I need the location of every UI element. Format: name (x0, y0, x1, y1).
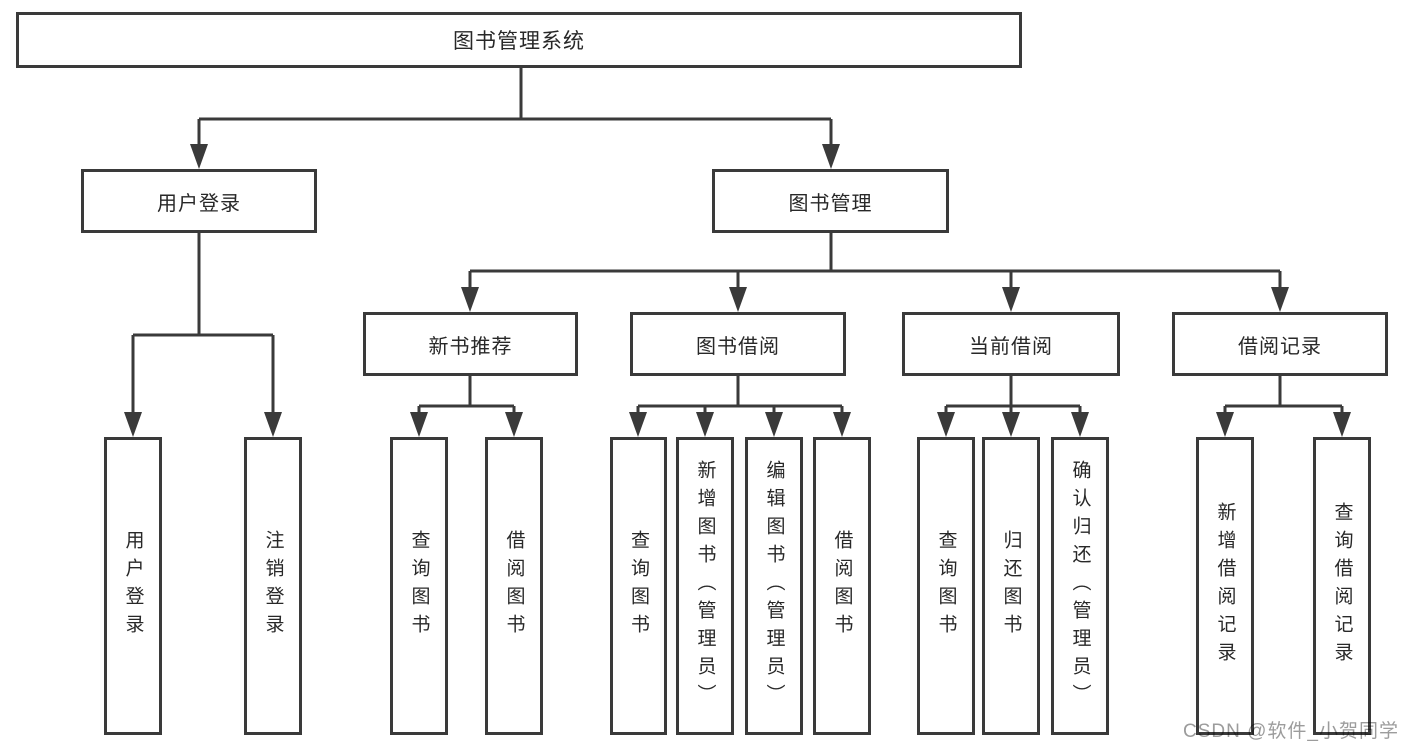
leaf-query-books-recommend: 查询图书 (390, 437, 448, 735)
node-borrowing-records: 借阅记录 (1172, 312, 1388, 376)
leaf-query-books-borrow-label: 查询图书 (628, 530, 649, 642)
node-library-system: 图书管理系统 (16, 12, 1022, 68)
leaf-edit-book-admin: 编辑图书（管理员） (745, 437, 803, 735)
leaf-borrow-books-recommend: 借阅图书 (485, 437, 543, 735)
leaf-return-book-label: 归还图书 (1000, 530, 1022, 642)
leaf-confirm-return-admin: 确认归还（管理员） (1051, 437, 1109, 735)
node-book-management-branch: 图书管理 (712, 169, 949, 233)
leaf-logout-login-label: 注销登录 (262, 530, 284, 642)
node-new-book-recommendation: 新书推荐 (363, 312, 578, 376)
node-library-system-label: 图书管理系统 (453, 30, 585, 53)
leaf-query-books-current: 查询图书 (917, 437, 975, 735)
connector-new-book-children (410, 376, 523, 437)
node-book-borrowing: 图书借阅 (630, 312, 846, 376)
leaf-query-books-borrow: 查询图书 (610, 437, 667, 735)
leaf-query-borrow-record: 查询借阅记录 (1313, 437, 1371, 735)
leaf-add-book-admin: 新增图书（管理员） (676, 437, 734, 735)
node-current-borrowing: 当前借阅 (902, 312, 1120, 376)
watermark: CSDN @软件_小贺同学 (1183, 721, 1399, 742)
node-user-login-branch-label: 用户登录 (157, 192, 241, 215)
node-new-book-recommendation-label: 新书推荐 (428, 335, 513, 358)
connector-user-login-children (124, 233, 282, 437)
leaf-logout-login: 注销登录 (244, 437, 302, 735)
node-current-borrowing-label: 当前借阅 (969, 335, 1053, 358)
leaf-add-borrow-record: 新增借阅记录 (1196, 437, 1254, 735)
leaf-add-borrow-record-label: 新增借阅记录 (1214, 502, 1236, 670)
leaf-borrow-books: 借阅图书 (813, 437, 871, 735)
connector-book-borrow-children (629, 376, 851, 437)
leaf-user-login: 用户登录 (104, 437, 162, 735)
node-book-management-branch-label: 图书管理 (788, 192, 873, 215)
leaf-user-login-label: 用户登录 (122, 530, 144, 642)
connector-book-management-children (461, 233, 1289, 312)
node-book-borrowing-label: 图书借阅 (696, 335, 780, 358)
leaf-query-borrow-record-label: 查询借阅记录 (1331, 502, 1353, 670)
node-borrowing-records-label: 借阅记录 (1238, 335, 1322, 358)
node-user-login-branch: 用户登录 (81, 169, 317, 233)
connector-borrow-record-children (1216, 376, 1351, 437)
leaf-borrow-books-recommend-label: 借阅图书 (503, 530, 525, 642)
connector-current-borrow-children (937, 376, 1089, 437)
leaf-query-books-recommend-label: 查询图书 (408, 530, 430, 642)
leaf-borrow-books-label: 借阅图书 (831, 530, 853, 642)
leaf-add-book-admin-label: 新增图书（管理员） (694, 460, 716, 712)
leaf-query-books-current-label: 查询图书 (935, 530, 957, 642)
leaf-edit-book-admin-label: 编辑图书（管理员） (763, 460, 785, 712)
leaf-return-book: 归还图书 (982, 437, 1040, 735)
connector-root-to-level2 (190, 67, 840, 169)
leaf-confirm-return-admin-label: 确认归还（管理员） (1069, 460, 1091, 712)
